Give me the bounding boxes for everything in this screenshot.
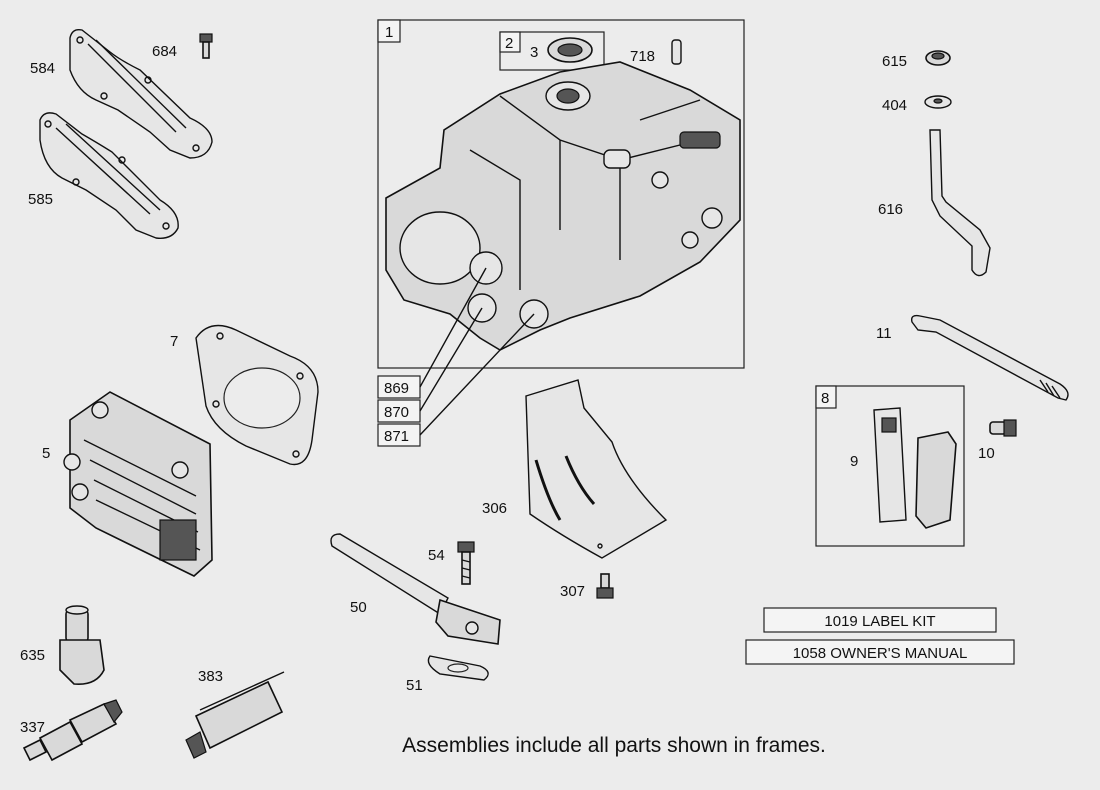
label-635: 635 (20, 647, 45, 664)
part-10-screw[interactable] (989, 419, 1017, 437)
label-kit-text: 1019 LABEL KIT (824, 613, 935, 630)
frame-2-tag (499, 31, 521, 53)
label-718: 718 (630, 48, 655, 65)
frame-8-tag (815, 385, 837, 409)
part-615-nut[interactable] (925, 50, 951, 66)
part-306-shield[interactable] (525, 379, 668, 559)
label-10: 10 (978, 445, 995, 462)
label-51: 51 (406, 677, 423, 694)
label-3: 3 (530, 44, 538, 61)
footer-note: Assemblies include all parts shown in fr… (402, 734, 826, 757)
label-871: 871 (384, 428, 409, 445)
label-11: 11 (876, 325, 892, 342)
owners-manual-box (745, 639, 1015, 665)
label-404: 404 (882, 97, 907, 114)
labels-869-870-871 (377, 267, 535, 447)
part-616-lever[interactable] (929, 129, 991, 277)
part-718-dowel-pin[interactable] (671, 39, 682, 65)
part-337-spark-plug[interactable] (22, 699, 123, 762)
label-870: 870 (384, 404, 409, 421)
label-616: 616 (878, 201, 903, 218)
part-50-dipstick-tube[interactable] (330, 533, 501, 645)
part-breather-cover[interactable] (915, 431, 957, 529)
part-307-screw[interactable] (596, 573, 614, 599)
label-307: 307 (560, 583, 585, 600)
label-306: 306 (482, 500, 507, 517)
label-5: 5 (42, 445, 50, 462)
label-383: 383 (198, 668, 223, 685)
part-9-breather-gasket[interactable] (873, 407, 907, 523)
frame-8-breather-assembly (815, 385, 965, 547)
frame-1-tag (377, 19, 401, 43)
label-585: 585 (28, 191, 53, 208)
label-869: 869 (384, 380, 409, 397)
label-8: 8 (821, 390, 829, 407)
label-584: 584 (30, 60, 55, 77)
part-1-cylinder-block[interactable] (385, 61, 741, 351)
frame-1-cylinder-assembly (377, 19, 745, 369)
label-2: 2 (505, 35, 513, 52)
label-50: 50 (350, 599, 367, 616)
part-584-gasket[interactable] (69, 28, 213, 159)
part-585-gasket[interactable] (39, 112, 179, 239)
part-383-tool[interactable] (185, 671, 285, 759)
part-404-washer[interactable] (924, 95, 952, 109)
label-9: 9 (850, 453, 858, 470)
part-635-plug-boot[interactable] (59, 605, 105, 686)
label-337: 337 (20, 719, 45, 736)
part-3-oil-seal[interactable] (547, 37, 593, 63)
part-7-head-gasket[interactable] (195, 324, 319, 466)
owners-manual-text: 1058 OWNER'S MANUAL (793, 645, 968, 662)
label-684: 684 (152, 43, 177, 60)
label-1: 1 (385, 24, 393, 41)
label-54: 54 (428, 547, 445, 564)
label-7: 7 (170, 333, 178, 350)
label-615: 615 (882, 53, 907, 70)
part-54-bolt[interactable] (457, 541, 475, 585)
part-684-bolt[interactable] (199, 33, 213, 59)
part-11-dipstick[interactable] (910, 314, 1069, 401)
part-5-cylinder-head[interactable] (63, 391, 213, 577)
label-kit-box (763, 607, 997, 633)
part-51-gasket[interactable] (427, 655, 489, 681)
